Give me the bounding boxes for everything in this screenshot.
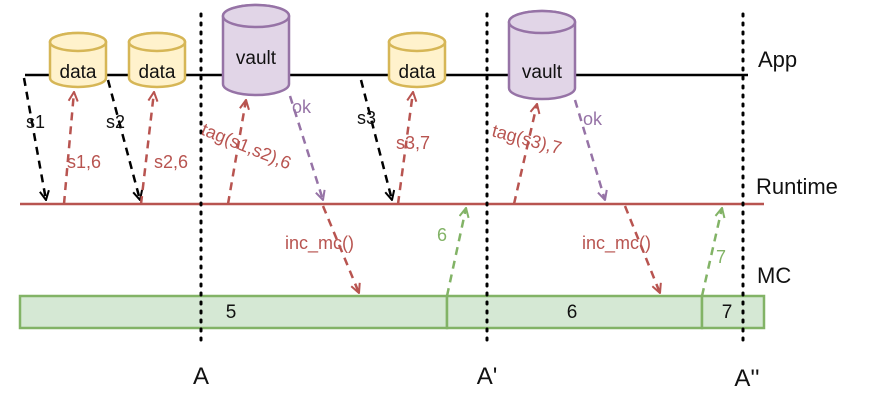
- data-store-label: data: [60, 62, 97, 83]
- data-store-1: data: [48, 31, 108, 89]
- label-tag-s3-7: tag(s3),7: [490, 121, 564, 159]
- data-store-2: data: [127, 31, 187, 89]
- mc-segment-7: [700, 294, 766, 330]
- label-s3-7: s3,7: [396, 133, 430, 153]
- label-ok-2: ok: [583, 109, 603, 129]
- arrow-s1: [22, 77, 46, 200]
- vault-store-label: vault: [522, 62, 563, 83]
- lane-label-app: App: [758, 47, 797, 72]
- arrow-tag-s1-s2-6: [226, 100, 246, 205]
- mc-segment-6: [445, 294, 704, 330]
- data-store-label: data: [139, 62, 176, 83]
- arrow-7-back: [700, 208, 722, 297]
- vault-store-1: vault: [221, 3, 291, 97]
- arrow-s2: [106, 79, 140, 200]
- arrow-ok-1: [288, 95, 323, 200]
- vault-store-label: vault: [236, 48, 277, 69]
- label-inc-mc-2: inc_mc(): [582, 233, 651, 254]
- label-6-back: 6: [437, 225, 447, 245]
- arrow-inc-mc-1: [321, 205, 359, 293]
- label-inc-mc-1: inc_mc(): [285, 233, 354, 254]
- arrow-6-back: [445, 208, 466, 297]
- label-s1-6: s1,6: [67, 152, 101, 172]
- label-s3: s3: [357, 108, 376, 128]
- mc-segment-5: [18, 294, 449, 330]
- lane-label-mc: MC: [757, 263, 791, 288]
- arrow-s1-6: [62, 92, 74, 205]
- mc-counter-bar: 5 6 7: [18, 294, 766, 330]
- marker-label-a-double-prime: A'': [734, 365, 759, 392]
- label-s1: s1: [26, 112, 45, 132]
- data-store-3: data: [387, 31, 447, 89]
- marker-label-a: A: [193, 363, 209, 390]
- label-ok-1: ok: [292, 97, 312, 117]
- arrow-s3-7: [396, 92, 413, 205]
- arrow-inc-mc-2: [623, 205, 660, 293]
- label-s2-6: s2,6: [154, 152, 188, 172]
- mc-value-5: 5: [226, 302, 237, 323]
- arrow-tag-s3-7: [512, 104, 537, 205]
- marker-label-a-prime: A': [477, 363, 498, 390]
- mc-value-7: 7: [722, 302, 733, 323]
- vault-store-2: vault: [507, 9, 577, 101]
- arrow-ok-2: [573, 99, 605, 200]
- label-s2: s2: [106, 112, 125, 132]
- mc-value-6: 6: [567, 302, 578, 323]
- arrow-s3: [359, 79, 392, 200]
- label-tag-s1-s2-6: tag(s1,s2),6: [199, 119, 295, 173]
- lane-label-runtime: Runtime: [756, 174, 838, 199]
- data-store-label: data: [399, 62, 436, 83]
- arrow-s2-6: [139, 92, 154, 205]
- label-7-back: 7: [716, 247, 726, 267]
